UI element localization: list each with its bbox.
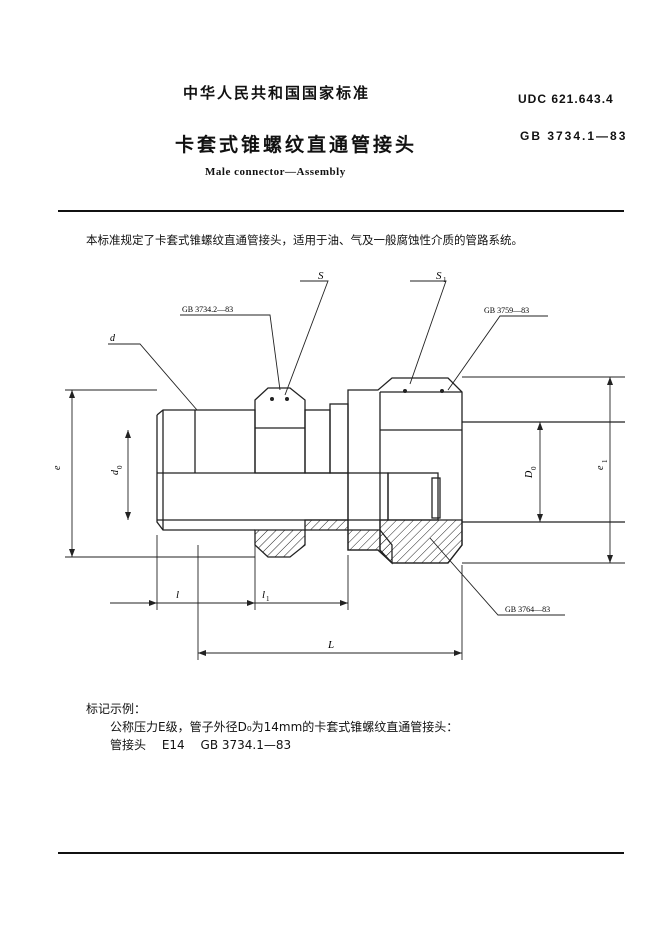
ref-gb-3759: GB 3759—83: [484, 306, 529, 315]
marking-standard: GB 3734.1—83: [200, 738, 292, 752]
national-standard-header: 中华人民共和国国家标准: [183, 84, 371, 102]
label-d0: d: [110, 469, 121, 475]
scope-paragraph: 本标准规定了卡套式锥螺纹直通管接头，适用于油、气及一般腐蚀性介质的管路系统。: [86, 233, 523, 247]
label-l: l: [176, 589, 179, 601]
ref-gb-3734-2: GB 3734.2—83: [182, 305, 233, 314]
udc-code: UDC 621.643.4: [518, 92, 614, 106]
example-description: 公称压力E级，管子外径D₀为14mm的卡套式锥螺纹直通管接头：: [110, 720, 459, 734]
example-heading: 标记示例：: [86, 702, 147, 716]
bottom-rule: [58, 852, 624, 854]
label-e1-sub: 1: [601, 459, 609, 463]
label-l1: l: [262, 589, 265, 601]
document-title-cn: 卡套式锥螺纹直通管接头: [175, 134, 418, 156]
label-L: L: [327, 639, 334, 651]
marking-name: 管接头: [110, 738, 147, 752]
label-d0-sub: 0: [116, 465, 124, 469]
label-l1-sub: 1: [266, 595, 270, 603]
label-e1: e: [595, 465, 606, 470]
label-D0: D: [524, 470, 535, 479]
top-rule: [58, 210, 624, 212]
label-s1-sub: 1: [443, 276, 447, 284]
label-D0-sub: 0: [530, 466, 538, 470]
label-e: e: [52, 465, 63, 470]
gb-number: GB 3734.1—83: [520, 129, 628, 143]
marking-grade: E14: [161, 738, 185, 752]
label-s: S: [318, 270, 324, 282]
document-title-en: Male connector—Assembly: [205, 166, 346, 178]
label-d: d: [110, 333, 116, 344]
ref-gb-3764: GB 3764—83: [505, 605, 550, 614]
assembly-drawing: S S 1 d e d 0 e 1 D 0 l l 1 L GB 3734.2—…: [52, 270, 625, 660]
example-marking: 管接头 E14 GB 3734.1—83: [110, 736, 303, 753]
label-s1: S: [436, 270, 442, 282]
